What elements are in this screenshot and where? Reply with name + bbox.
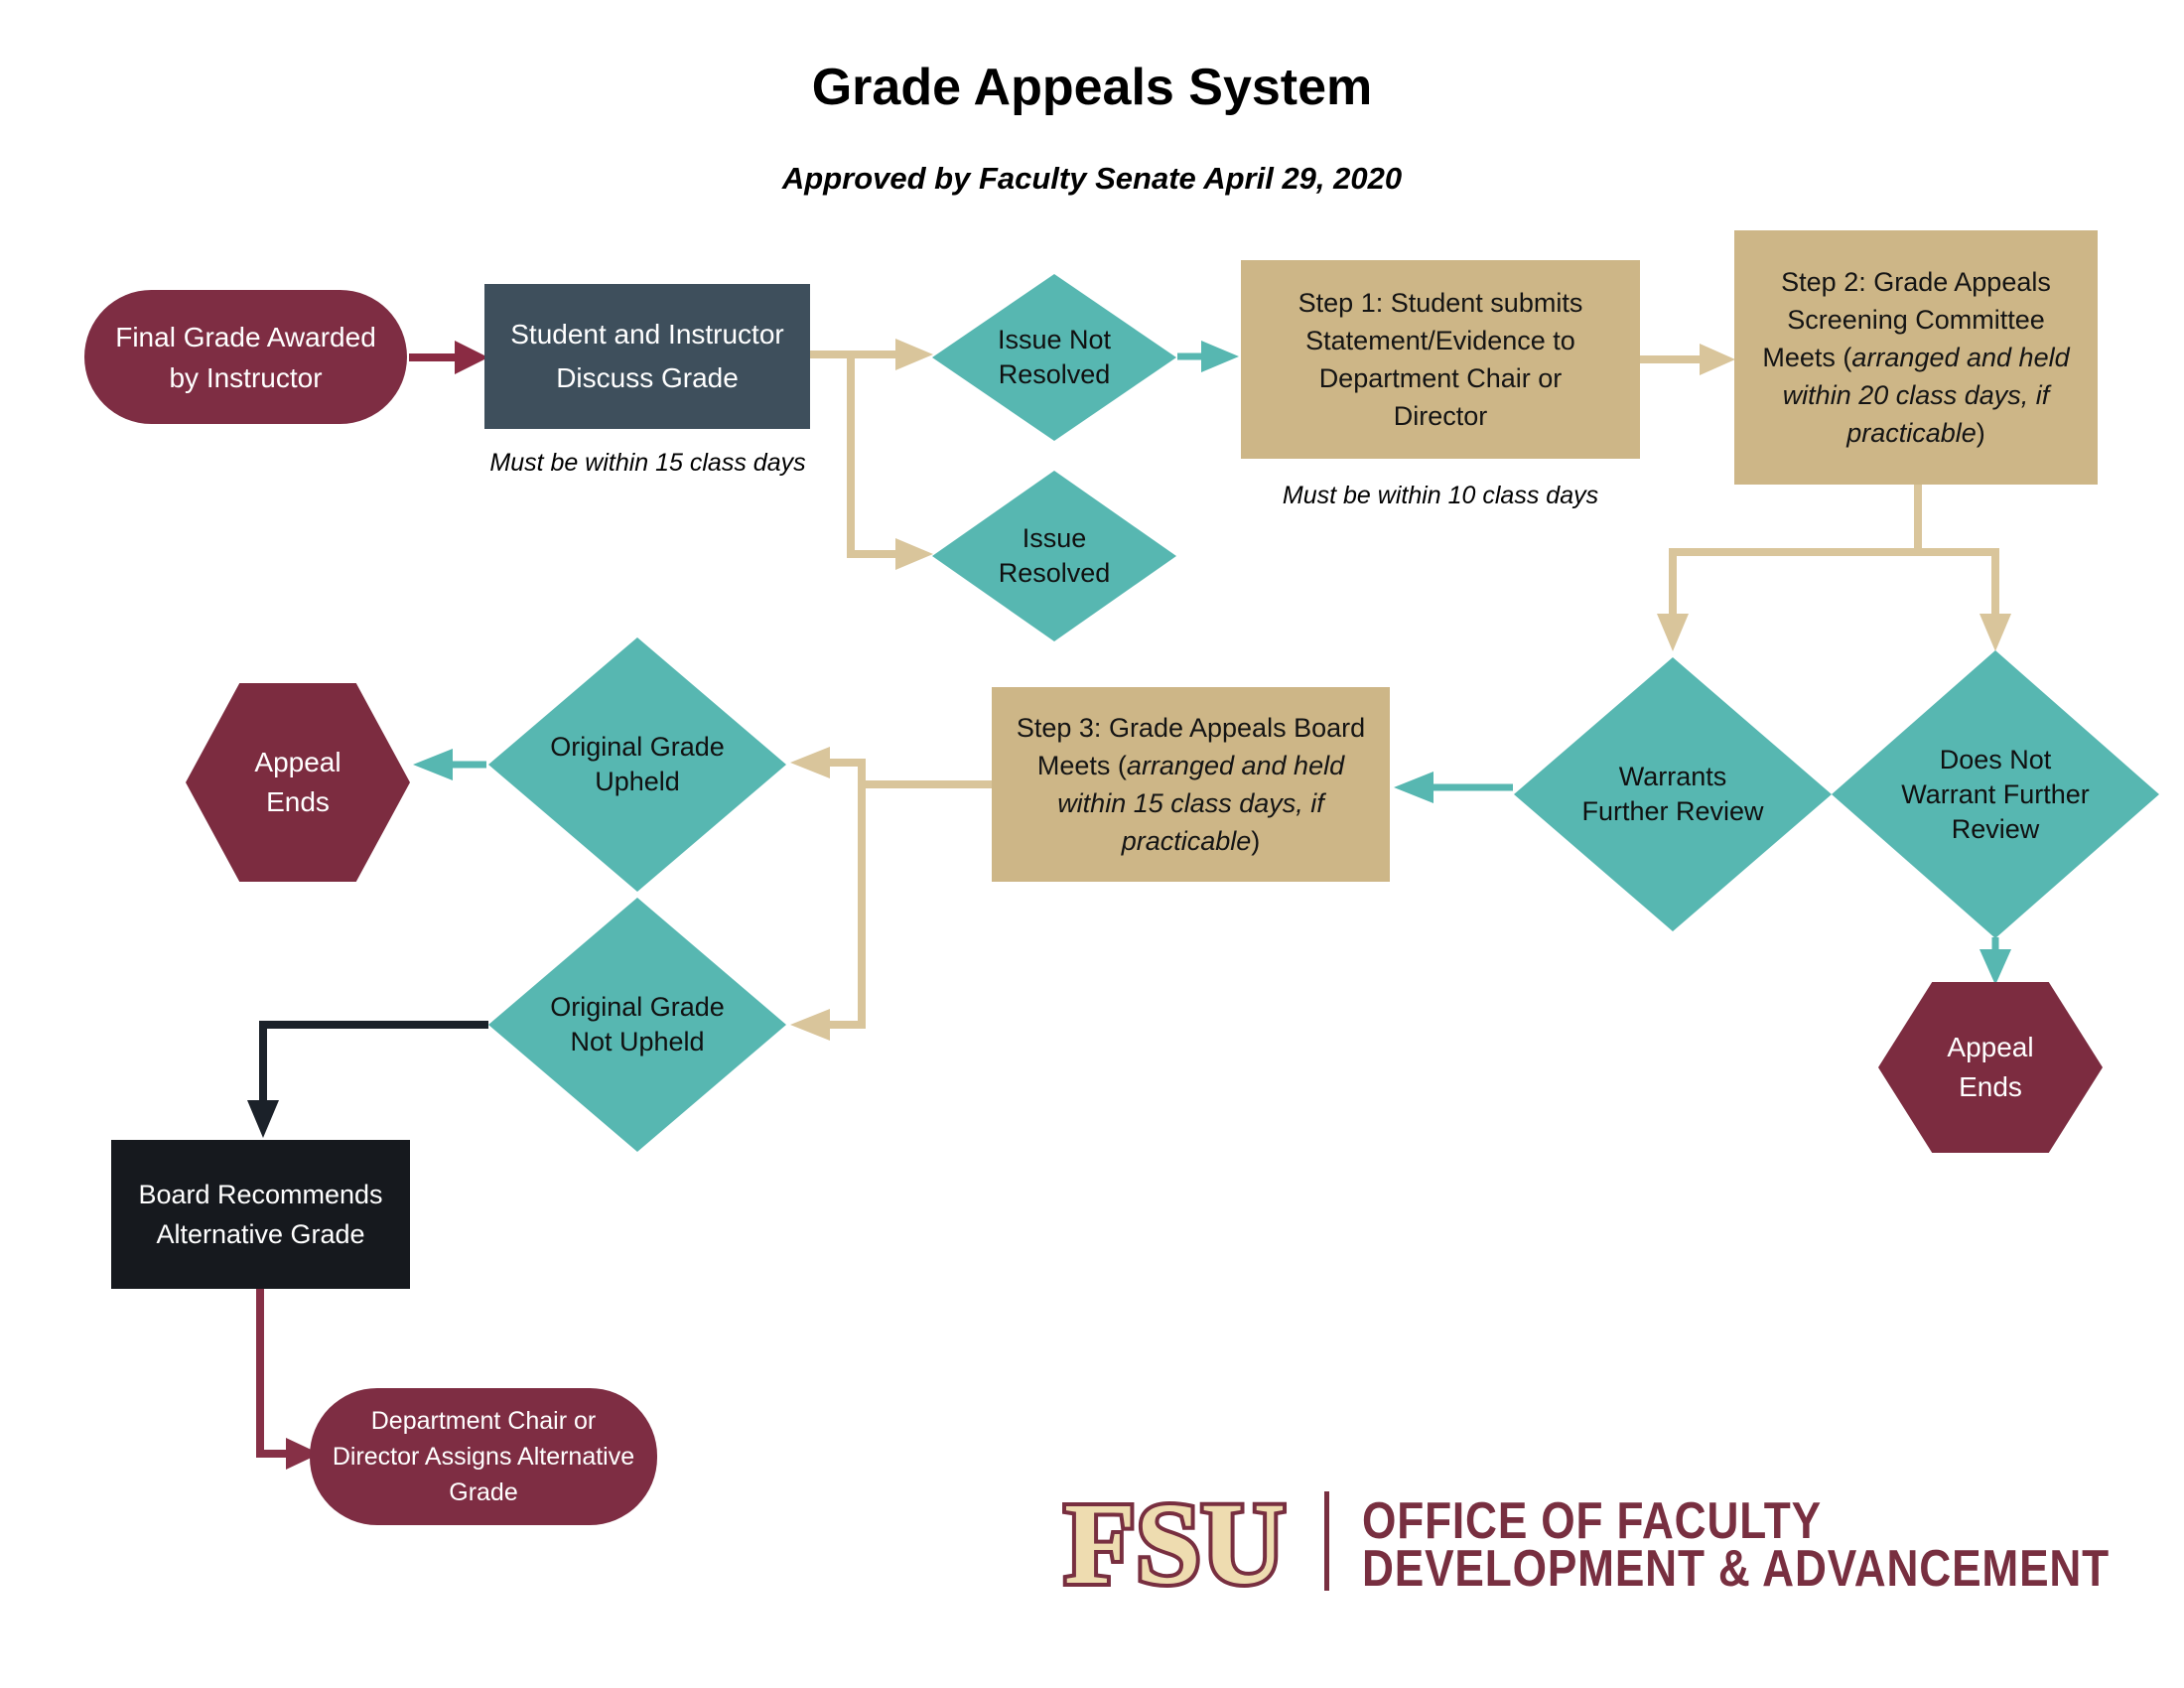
label-line: Review	[1951, 813, 2040, 844]
node-final-grade-awarded: Final Grade Awarded by Instructor	[84, 290, 407, 424]
node-label: Appeal Ends	[1878, 1028, 2103, 1107]
arrow-warrants-to-step3	[1394, 772, 1513, 803]
note-10-class-days: Must be within 10 class days	[1282, 482, 1599, 509]
node-chair-assigns-alternative: Department Chair or Director Assigns Alt…	[310, 1388, 657, 1525]
fsu-logo-letters: FSU	[1064, 1481, 1286, 1606]
node-label: Issue Not Resolved	[932, 323, 1176, 392]
label-segment-italic: arranged and held within 15 class days, …	[1057, 751, 1345, 856]
label-line: Student and Instructor	[510, 319, 784, 350]
node-appeal-ends-left: Appeal Ends	[186, 683, 410, 882]
label-line: Upheld	[595, 767, 680, 796]
label-line: Resolved	[998, 359, 1111, 389]
label-line: Discuss Grade	[556, 362, 739, 393]
node-label: Issue Resolved	[932, 521, 1176, 591]
label-line: Further Review	[1581, 796, 1764, 826]
node-board-recommends: Board Recommends Alternative Grade	[111, 1140, 410, 1289]
label-line: Director	[1393, 401, 1488, 431]
fsu-logo: FSU	[1060, 1481, 1290, 1606]
node-label: Warrants Further Review	[1514, 760, 1832, 829]
page-title: Grade Appeals System	[811, 59, 1373, 116]
label-line: Warrants	[1618, 762, 1727, 791]
node-label: Does Not Warrant Further Review	[1832, 743, 2159, 847]
connector-step3-split	[790, 747, 992, 1041]
node-label: Board Recommends Alternative Grade	[111, 1175, 410, 1254]
label-line: Ends	[1959, 1071, 2022, 1102]
label-line: Step 1: Student submits	[1297, 288, 1583, 318]
label-line: Appeal	[254, 747, 341, 777]
label-segment: Step 3: Grade Appeals Board Meets (	[1016, 713, 1366, 780]
label-line: Not Upheld	[570, 1027, 705, 1056]
label-line: Original Grade	[550, 732, 725, 762]
arrow-start-to-discuss	[409, 341, 488, 374]
label-line: Board Recommends	[138, 1180, 383, 1209]
node-label: Original Grade Not Upheld	[488, 990, 786, 1059]
note-15-class-days: Must be within 15 class days	[489, 449, 806, 477]
logo-office-line1: OFFICE OF FACULTY	[1362, 1492, 1822, 1550]
connector-discuss-to-issue-not-resolved	[810, 339, 933, 370]
label-segment-italic: arranged and held within 20 class days, …	[1782, 343, 2070, 448]
label-line: Grade	[449, 1478, 518, 1506]
page-subtitle: Approved by Faculty Senate April 29, 202…	[781, 161, 1403, 196]
arrow-does-not-warrant-to-appeal-ends	[1979, 937, 2011, 985]
node-label: Original Grade Upheld	[488, 730, 786, 799]
connector-discuss-to-issue-resolved	[847, 354, 933, 570]
node-step1: Step 1: Student submits Statement/Eviden…	[1241, 260, 1640, 459]
label-line: Final Grade Awarded	[115, 321, 376, 352]
node-student-instructor-discuss: Student and Instructor Discuss Grade	[484, 284, 810, 429]
label-line: Original Grade	[550, 992, 725, 1022]
connector-board-to-chair	[256, 1289, 320, 1470]
label-line: Issue Not	[997, 325, 1112, 354]
connector-step2-split	[1657, 485, 2011, 651]
label-segment: )	[1251, 826, 1261, 856]
node-label: Step 3: Grade Appeals Board Meets (arran…	[1006, 709, 1376, 860]
arrow-upheld-to-appeal-ends	[413, 749, 486, 780]
node-appeal-ends-right: Appeal Ends	[1878, 982, 2103, 1153]
logo-office-line2: DEVELOPMENT & ADVANCEMENT	[1362, 1540, 2111, 1598]
arrow-issue-not-resolved-to-step1	[1177, 341, 1239, 372]
label-line: Ends	[266, 786, 330, 817]
label-line: Director Assigns Alternative	[332, 1443, 635, 1471]
node-label: Final Grade Awarded by Instructor	[84, 317, 407, 398]
node-step3: Step 3: Grade Appeals Board Meets (arran…	[992, 687, 1390, 882]
node-label: Student and Instructor Discuss Grade	[484, 313, 810, 400]
node-step2: Step 2: Grade Appeals Screening Committe…	[1734, 230, 2098, 485]
label-segment: Step 2: Grade Appeals Screening Committe…	[1762, 267, 2051, 372]
node-label: Step 2: Grade Appeals Screening Committe…	[1748, 263, 2084, 452]
label-line: Appeal	[1947, 1032, 2034, 1062]
label-line: Department Chair or	[370, 1407, 597, 1435]
node-label: Department Chair or Director Assigns Alt…	[310, 1403, 657, 1510]
label-line: Alternative Grade	[156, 1219, 365, 1249]
label-line: by Instructor	[169, 361, 323, 393]
connector-not-upheld-to-board	[247, 1021, 488, 1138]
label-segment: )	[1976, 418, 1985, 448]
label-line: Resolved	[998, 558, 1111, 588]
node-label: Step 1: Student submits Statement/Eviden…	[1255, 284, 1626, 435]
label-line: Department Chair or	[1318, 363, 1563, 393]
label-line: Statement/Evidence to	[1305, 326, 1575, 355]
arrow-step1-to-step2	[1640, 344, 1735, 375]
label-line: Issue	[1022, 523, 1087, 553]
node-label: Appeal Ends	[186, 743, 410, 822]
label-line: Does Not	[1939, 744, 2052, 774]
label-line: Warrant Further	[1901, 778, 2090, 809]
logo-divider-bar	[1324, 1491, 1329, 1591]
